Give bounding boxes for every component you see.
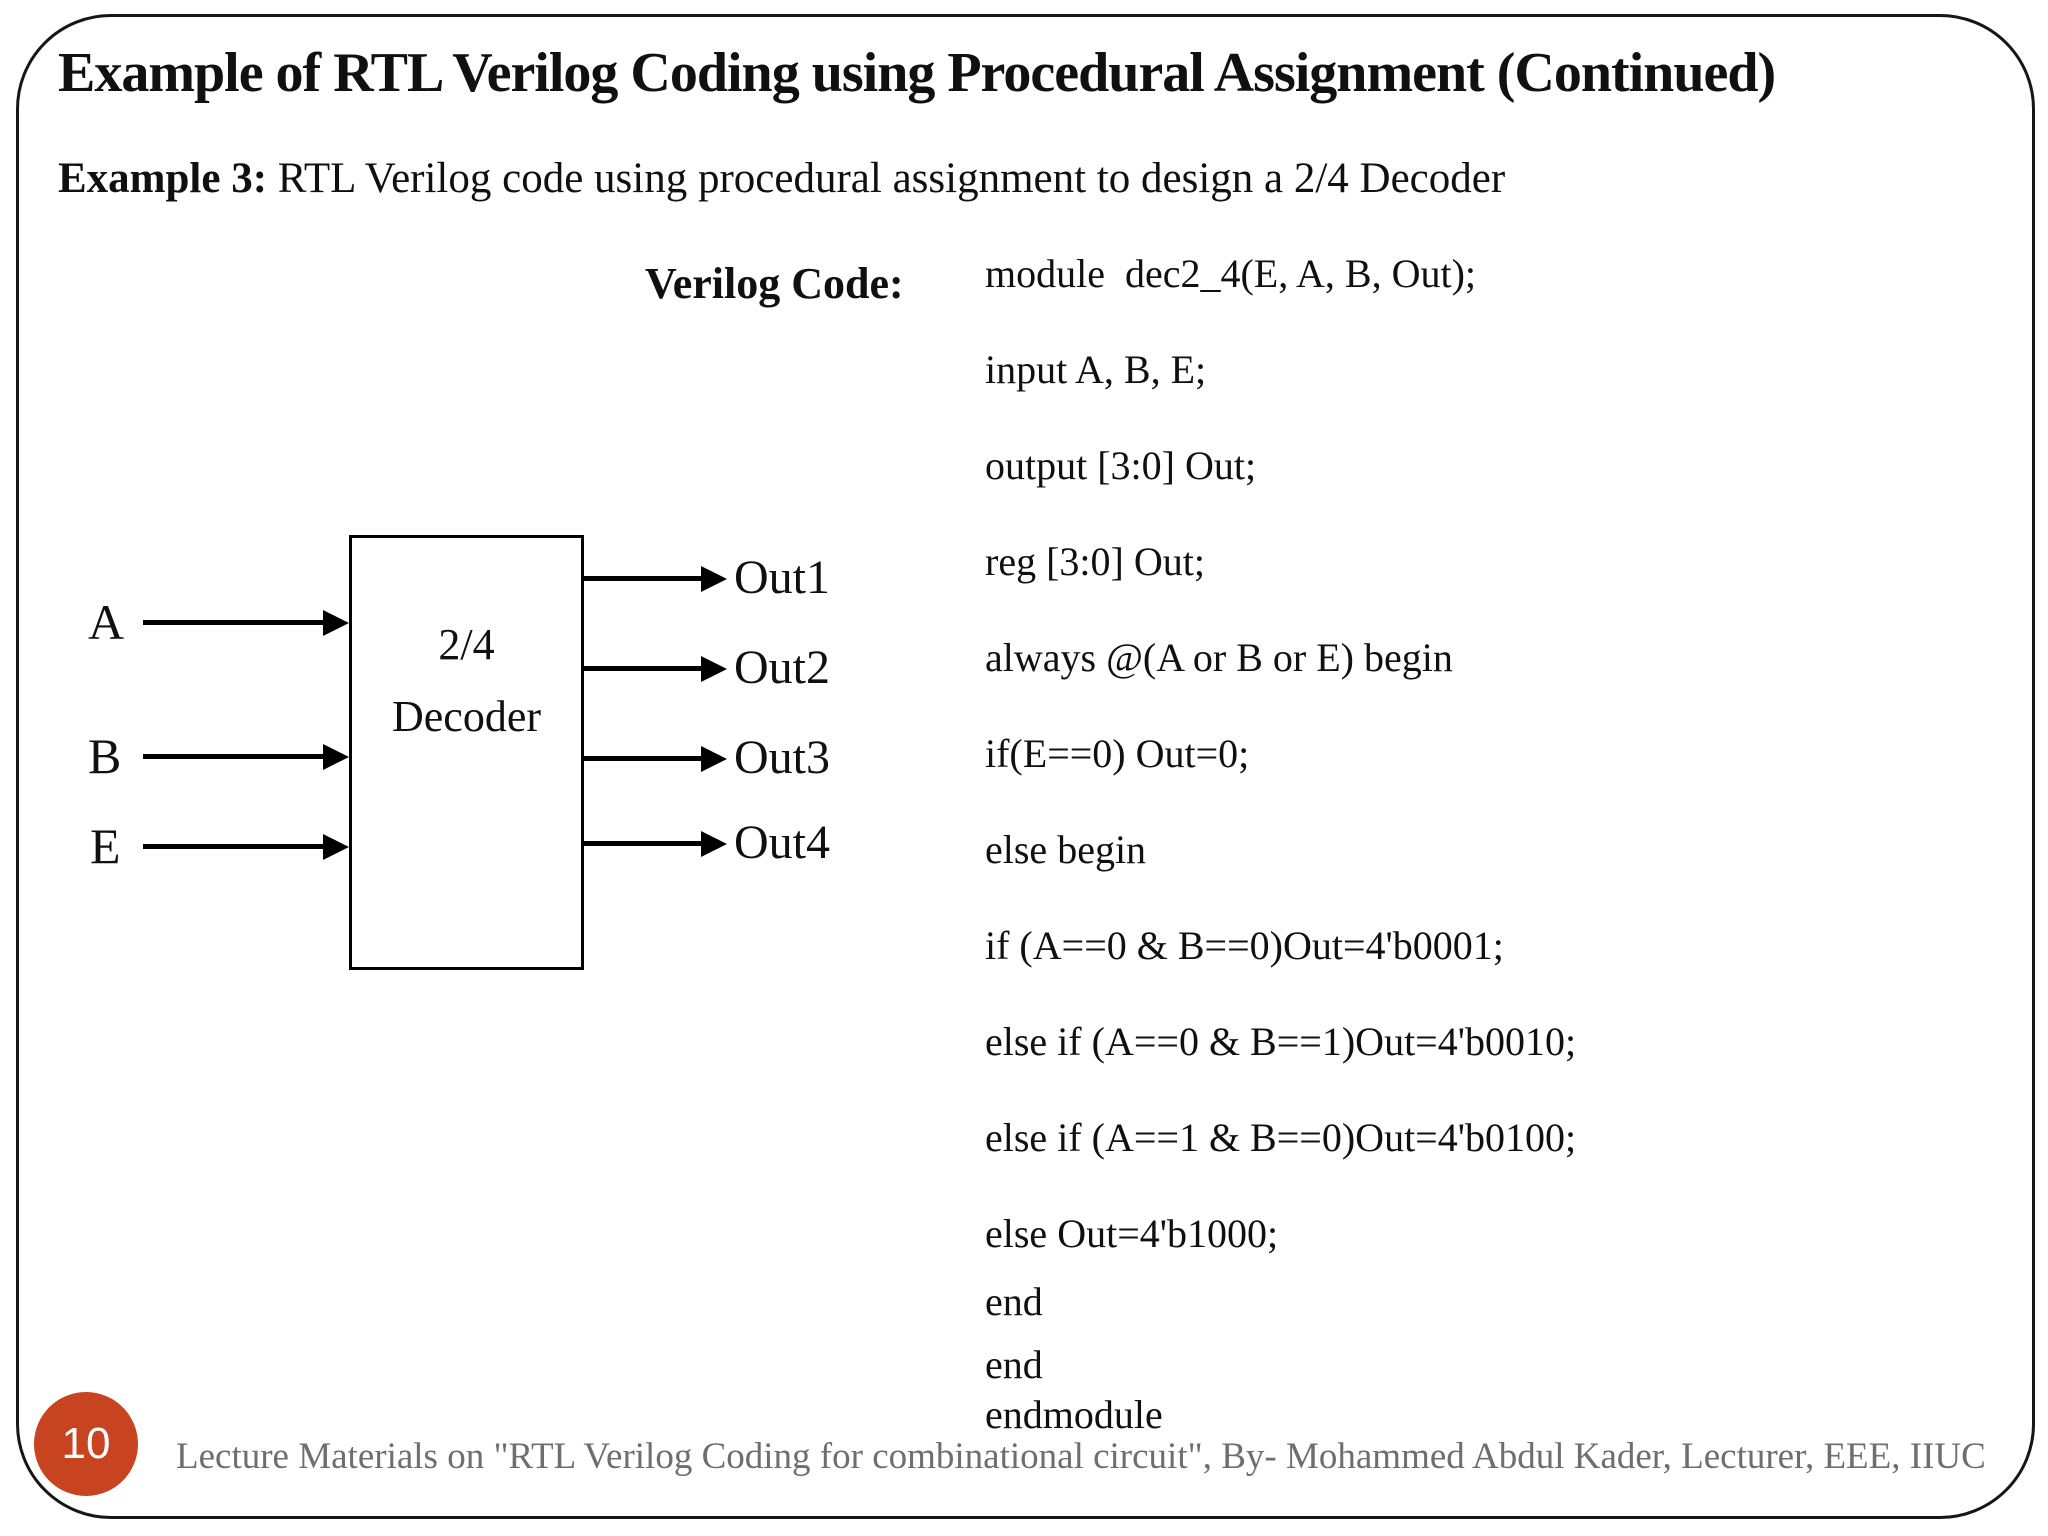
output-arrow-2-icon (584, 655, 727, 682)
output-label-out1: Out1 (734, 551, 830, 604)
code-line: reg [3:0] Out; (985, 539, 1205, 584)
page-title: Example of RTL Verilog Coding using Proc… (58, 42, 1776, 104)
code-line: input A, B, E; (985, 347, 1207, 392)
slide-border (16, 14, 2035, 1519)
output-label-out4: Out4 (734, 816, 830, 869)
code-line: else begin (985, 827, 1147, 872)
input-arrow-e-icon (143, 833, 349, 860)
input-label-a: A (88, 594, 125, 650)
code-line: always @(A or B or E) begin (985, 635, 1453, 680)
example-heading: Example 3: RTL Verilog code using proced… (58, 150, 1958, 208)
example-label: Example 3: (58, 155, 268, 202)
code-line: if(E==0) Out=0; (985, 731, 1250, 776)
code-line: end (985, 1342, 1043, 1387)
code-line: else if (A==0 & B==1)Out=4'b0010; (985, 1019, 1577, 1064)
decoder-block: 2/4 Decoder (349, 535, 584, 970)
output-arrow-1-icon (584, 565, 727, 592)
code-line: else Out=4'b1000; (985, 1211, 1279, 1256)
code-line: if (A==0 & B==0)Out=4'b0001; (985, 923, 1504, 968)
code-line: end (985, 1279, 1043, 1324)
example-text: RTL Verilog code using procedural assign… (267, 155, 1506, 202)
code-line: else if (A==1 & B==0)Out=4'b0100; (985, 1115, 1577, 1160)
verilog-code-block: module dec2_4(E, A, B, Out); input A, B,… (985, 248, 1965, 1439)
input-label-b: B (88, 728, 122, 784)
output-arrow-3-icon (584, 745, 727, 772)
output-arrow-4-icon (584, 830, 727, 857)
input-arrow-b-icon (143, 743, 349, 770)
code-line: endmodule (985, 1392, 1163, 1437)
decoder-block-name: Decoder (391, 692, 541, 741)
page-number-badge: 10 (34, 1392, 138, 1496)
input-label-e: E (90, 818, 121, 874)
output-label-out2: Out2 (734, 641, 830, 694)
page-number: 10 (61, 1419, 111, 1468)
decoder-block-ratio: 2/4 (438, 620, 495, 669)
output-label-out3: Out3 (734, 731, 830, 784)
code-line: module dec2_4(E, A, B, Out); (985, 251, 1477, 296)
code-line: output [3:0] Out; (985, 443, 1257, 488)
verilog-code-heading: Verilog Code: (645, 259, 904, 308)
input-arrow-a-icon (143, 609, 349, 636)
footer-credit: Lecture Materials on "RTL Verilog Coding… (176, 1436, 1986, 1477)
